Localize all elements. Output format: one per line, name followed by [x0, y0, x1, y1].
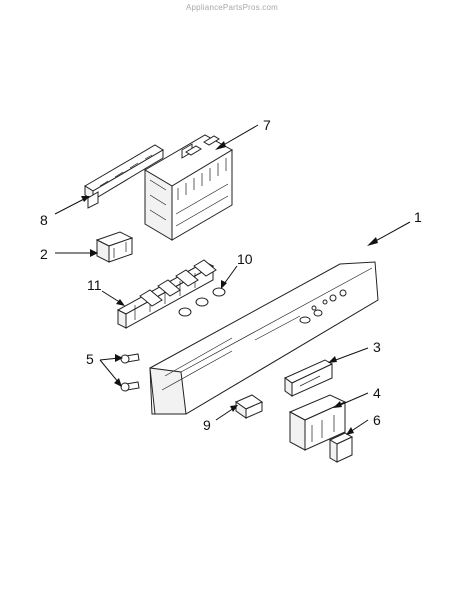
part-1-console-panel: [149, 261, 379, 415]
part-10-buttons: [139, 259, 226, 317]
leader-lines: [54, 124, 411, 435]
part-8-bracket: [84, 144, 164, 209]
part-11-button-holder: [116, 261, 215, 329]
callout-1: 1: [414, 209, 422, 225]
part-2-clip: [95, 231, 134, 263]
callout-labels: 7 8 2 1 10 11 5 3 4 6 9: [40, 117, 422, 433]
callout-2: 2: [40, 246, 48, 262]
callout-6: 6: [373, 412, 381, 428]
part-4-switch-assembly: [288, 394, 347, 451]
callout-3: 3: [373, 339, 381, 355]
callout-7: 7: [263, 117, 271, 133]
part-6-actuator: [328, 432, 354, 463]
callout-5: 5: [86, 351, 94, 367]
callout-9: 9: [203, 417, 211, 433]
callout-8: 8: [40, 212, 48, 228]
callout-4: 4: [373, 385, 381, 401]
part-9-connector: [234, 394, 264, 419]
part-3-latch-bracket: [284, 359, 334, 397]
part-7-control-module: [144, 134, 233, 241]
watermark: AppliancePartsPros.com: [186, 3, 278, 12]
callout-11: 11: [87, 277, 102, 293]
part-5-screws: [120, 353, 140, 392]
callout-10: 10: [237, 251, 253, 267]
